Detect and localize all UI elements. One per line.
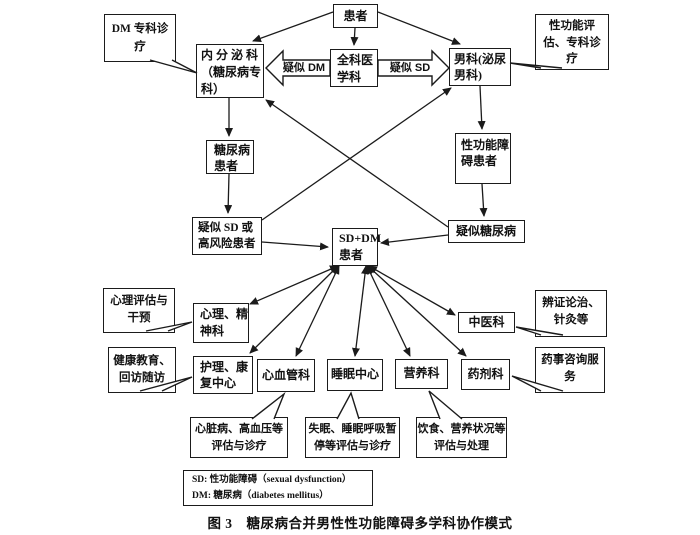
callout-sleep-services-line: 停等评估与诊疗 bbox=[314, 440, 391, 452]
arrow-sddm-sleep bbox=[352, 265, 369, 357]
callout-health-education-line: 回访随访 bbox=[119, 372, 165, 384]
callout-nutrition-services: 饮食、营养状况等 评估与处理 bbox=[416, 417, 507, 458]
callout-health-education-line: 健康教育、 bbox=[113, 355, 171, 367]
node-general-practice: 全科医 学科 bbox=[330, 49, 378, 87]
node-suspected-dm-line: 疑似糖尿病 bbox=[456, 224, 517, 238]
callout-cardio-services-line: 评估与诊疗 bbox=[211, 440, 267, 452]
callout-psych-eval-line: 心理评估与 bbox=[110, 295, 168, 307]
node-patient: 患者 bbox=[333, 4, 378, 28]
node-pharmacy-label: 药剂科 bbox=[467, 367, 504, 381]
callout-tcm-services-line: 针灸等 bbox=[553, 314, 589, 326]
suspected-sd-arrow-label: 疑似 SD bbox=[389, 62, 431, 74]
arrow-sddm-psychiatry bbox=[249, 265, 339, 305]
arrow-patient-to-andrology bbox=[377, 11, 461, 45]
callout-sexual-function-eval-line: 估、专科诊 bbox=[543, 36, 601, 49]
callout-tcm-services: 辨证论治、 针灸等 bbox=[535, 290, 607, 337]
arrow-sddm-nutrition bbox=[366, 265, 411, 357]
arrow-sddm-pharmacy bbox=[367, 265, 467, 357]
tail-sleep-services bbox=[336, 391, 360, 420]
legend-sd-definition: SD: 性功能障碍（sexual dysfunction） bbox=[192, 475, 352, 485]
node-dm-patients: 糖尿病 患者 bbox=[206, 140, 254, 174]
node-nursing-rehab-line: 护理、康 bbox=[200, 360, 249, 374]
node-cardiology-label: 心血管科 bbox=[261, 368, 310, 382]
arrow-patient-to-endocrinology bbox=[252, 11, 334, 43]
node-nursing-rehab-line: 复中心 bbox=[200, 376, 237, 390]
callout-dm-clinic-line: 疗 bbox=[134, 41, 146, 53]
node-sd-dm-patients: SD+DM 患者 bbox=[332, 228, 382, 266]
node-psychiatry: 心理、精 神科 bbox=[193, 303, 249, 343]
callout-tcm-services-line: 辨证论治、 bbox=[542, 297, 600, 309]
node-sleep-center: 睡眠中心 bbox=[327, 359, 383, 391]
node-endocrinology: 内 分 泌 科 （糖尿病专 科） bbox=[196, 44, 264, 98]
node-endocrinology-line: 内 分 泌 科 bbox=[201, 48, 259, 62]
node-sd-dm-patients-line: SD+DM bbox=[339, 231, 382, 245]
node-patient-label: 患者 bbox=[343, 9, 368, 23]
node-tcm: 中医科 bbox=[458, 312, 515, 333]
node-suspected-sd-high-risk: 疑似 SD 或 高风险患者 bbox=[192, 217, 262, 255]
node-suspected-sd-high-risk-line: 高风险患者 bbox=[198, 238, 256, 250]
legend-box: SD: 性功能障碍（sexual dysfunction） DM: 糖尿病（di… bbox=[183, 470, 373, 506]
arrow-suspected-dm-to-sddm bbox=[380, 234, 449, 247]
tail-nutrition-services bbox=[428, 390, 463, 420]
callout-sexual-function-eval-line: 疗 bbox=[566, 53, 578, 65]
node-sd-patients: 性功能障 碍患者 bbox=[455, 133, 511, 184]
arrow-sddm-cardiology bbox=[295, 265, 340, 357]
node-general-practice-line: 学科 bbox=[337, 70, 362, 84]
callout-pharmacy-services-line: 务 bbox=[564, 371, 576, 383]
node-suspected-sd-high-risk-line: 疑似 SD 或 bbox=[198, 222, 253, 234]
node-endocrinology-line: 科） bbox=[201, 82, 226, 96]
callout-dm-clinic: DM 专科诊 疗 bbox=[104, 14, 176, 62]
arrow-dm-patients-to-suspected-sd bbox=[224, 173, 233, 214]
callout-nutrition-services-line: 饮食、营养状况等 bbox=[417, 423, 506, 435]
node-tcm-label: 中医科 bbox=[468, 315, 505, 329]
node-psychiatry-line: 神科 bbox=[200, 324, 225, 338]
arrow-suspected-sd-to-sddm bbox=[261, 241, 329, 251]
node-nutrition-label: 营养科 bbox=[403, 366, 440, 380]
tail-cardio-services bbox=[251, 391, 286, 420]
node-general-practice-line: 全科医 bbox=[337, 53, 374, 67]
arrow-sddm-nursing bbox=[249, 265, 339, 354]
node-psychiatry-line: 心理、精 bbox=[200, 307, 249, 321]
node-andrology-line: 男科) bbox=[454, 68, 482, 82]
suspected-dm-arrow-label: 疑似 DM bbox=[282, 62, 326, 74]
callout-cardio-services: 心脏病、高血压等 评估与诊疗 bbox=[190, 417, 288, 458]
arrow-andrology-to-sd-patients bbox=[477, 85, 486, 130]
node-sd-dm-patients-line: 患者 bbox=[339, 248, 364, 262]
callout-pharmacy-services: 药事咨询服 务 bbox=[535, 347, 605, 393]
node-sd-patients-line: 碍患者 bbox=[461, 154, 498, 168]
arrow-sddm-tcm bbox=[368, 265, 456, 316]
node-sd-patients-line: 性功能障 bbox=[461, 138, 510, 152]
node-endocrinology-line: （糖尿病专 bbox=[201, 65, 262, 79]
arrow-suspected-dm-to-endocrinology bbox=[265, 99, 449, 228]
callout-psych-eval-line: 干预 bbox=[127, 312, 151, 324]
callout-dm-clinic-line: DM 专科诊 bbox=[111, 23, 169, 35]
node-pharmacy: 药剂科 bbox=[461, 359, 510, 390]
node-nursing-rehab: 护理、康 复中心 bbox=[193, 356, 253, 394]
legend-dm-definition: DM: 糖尿病（diabetes mellitus） bbox=[192, 490, 329, 501]
node-suspected-dm: 疑似糖尿病 bbox=[448, 220, 525, 243]
callout-health-education: 健康教育、 回访随访 bbox=[108, 347, 176, 393]
callout-psych-eval: 心理评估与 干预 bbox=[103, 288, 175, 333]
node-sleep-center-label: 睡眠中心 bbox=[330, 367, 379, 381]
node-andrology: 男科(泌尿 男科) bbox=[449, 48, 511, 86]
node-nutrition: 营养科 bbox=[395, 359, 448, 389]
callout-pharmacy-services-line: 药事咨询服 bbox=[541, 354, 599, 366]
arrow-suspected-sd-to-andrology bbox=[261, 87, 452, 221]
node-dm-patients-line: 糖尿病 bbox=[214, 143, 251, 157]
arrow-patient-to-gp bbox=[350, 27, 359, 46]
callout-sexual-function-eval: 性功能评 估、专科诊 疗 bbox=[535, 14, 609, 70]
callout-sleep-services: 失眠、睡眠呼吸暂 停等评估与诊疗 bbox=[305, 417, 400, 458]
figure-caption: 图 3 糖尿病合并男性性功能障碍多学科协作模式 bbox=[207, 516, 513, 531]
callout-nutrition-services-line: 评估与处理 bbox=[434, 440, 489, 452]
node-dm-patients-line: 患者 bbox=[214, 159, 239, 173]
node-cardiology: 心血管科 bbox=[257, 359, 315, 392]
arrow-sd-patients-to-suspected-dm bbox=[479, 183, 488, 217]
callout-cardio-services-line: 心脏病、高血压等 bbox=[195, 423, 283, 435]
callout-sexual-function-eval-line: 性功能评 bbox=[549, 20, 595, 32]
callout-sleep-services-line: 失眠、睡眠呼吸暂 bbox=[308, 423, 397, 435]
node-andrology-line: 男科(泌尿 bbox=[454, 52, 506, 66]
